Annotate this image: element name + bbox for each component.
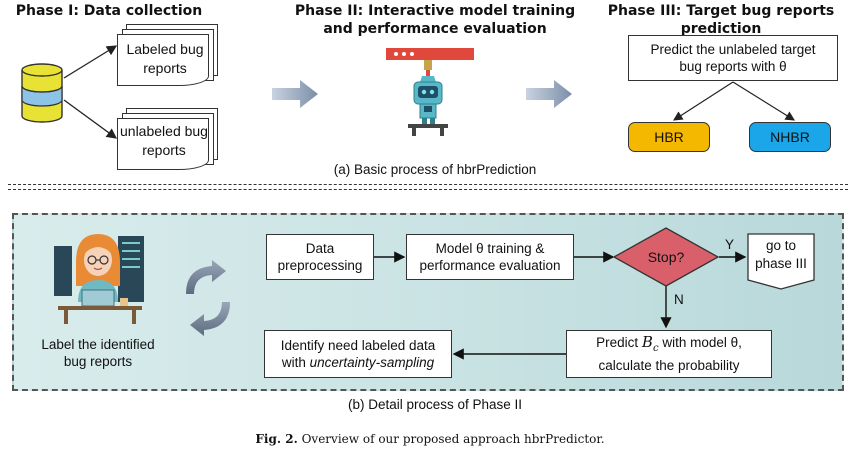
labeled-doc-front (117, 34, 209, 86)
db-to-docs-arrows (63, 45, 118, 139)
phase2-title: Phase II: Interactive model training and… (290, 2, 580, 38)
actor-label: Label the identified bug reports (28, 336, 168, 370)
preprocessing-line1: Data (305, 241, 335, 256)
stop-decision-diamond (612, 227, 720, 287)
goto-phase3-shape (747, 233, 815, 290)
robot-arm-icon (386, 48, 474, 136)
goto-phase3-text: go to phase III (748, 237, 814, 273)
predict-target-line2: bug reports with θ (679, 59, 787, 74)
model-training-box: Model θ training & performance evaluatio… (406, 234, 574, 280)
predict-target-box: Predict the unlabeled target bug reports… (628, 35, 838, 81)
predict-bc-var: Bc (641, 333, 659, 355)
stop-label: Stop? (647, 249, 685, 265)
refresh-cycle-icon (186, 260, 230, 336)
figure-caption: Fig. 2. Overview of our proposed approac… (150, 432, 710, 446)
figure-label: Fig. 2. (255, 432, 298, 446)
identify-labeled-box: Identify need labeled data with uncertai… (264, 330, 452, 378)
unlabeled-bug-reports-label: unlabeled bug reports (120, 123, 208, 158)
predict-bc-pre: Predict (596, 335, 639, 350)
actor-label-line1: Label the identified (41, 337, 155, 352)
caption-b: (b) Detail process of Phase II (347, 397, 523, 412)
identify-line1: Identify need labeled data (280, 338, 436, 353)
phase2-title-line2: and performance evaluation (323, 21, 547, 37)
phase3-title: Phase III: Target bug reports prediction (607, 3, 835, 37)
unlabeled-doc-front (117, 118, 209, 170)
yes-label: Y (725, 237, 735, 252)
training-line1: Model θ training & (435, 241, 545, 256)
training-line2: performance evaluation (419, 258, 561, 273)
no-label: N (674, 292, 684, 307)
phase1-title: Phase I: Data collection (15, 3, 203, 19)
nhbr-class-box: NHBR (749, 122, 831, 152)
labeled-bug-reports-label: Labeled bug reports (126, 41, 204, 76)
database-icon (21, 63, 63, 123)
predict-bc-sub: c (652, 343, 659, 354)
section-divider (8, 184, 848, 190)
figure-text: Overview of our proposed approach hbrPre… (301, 432, 605, 446)
actor-label-line2: bug reports (63, 354, 133, 369)
predict-bc-post: with model θ, (662, 335, 742, 350)
predict-bc-box: Predict Bc with model θ, calculate the p… (566, 330, 772, 378)
data-preprocessing-box: Data preprocessing (266, 234, 374, 280)
predict-bc-line1: Predict Bc with model θ, (596, 334, 742, 357)
predict-target-line1: Predict the unlabeled target (650, 42, 816, 57)
hbr-class-box: HBR (628, 122, 710, 152)
phase1-to-phase2-arrow (272, 80, 318, 108)
person-at-laptop-icon (54, 234, 144, 324)
goto-line2: phase III (755, 256, 807, 271)
preprocessing-line2: preprocessing (277, 258, 363, 273)
caption-a: (a) Basic process of hbrPrediction (333, 162, 537, 177)
predict-to-classes-arrows (672, 81, 796, 121)
predict-bc-line2: calculate the probability (598, 358, 740, 373)
identify-line2: with uncertainty-sampling (282, 354, 434, 371)
phase2-title-line1: Phase II: Interactive model training (294, 3, 576, 19)
phase2-to-phase3-arrow (526, 80, 572, 108)
identify-pre: with (281, 355, 306, 370)
identify-em: uncertainty-sampling (309, 355, 435, 370)
goto-line1: go to (765, 238, 797, 253)
